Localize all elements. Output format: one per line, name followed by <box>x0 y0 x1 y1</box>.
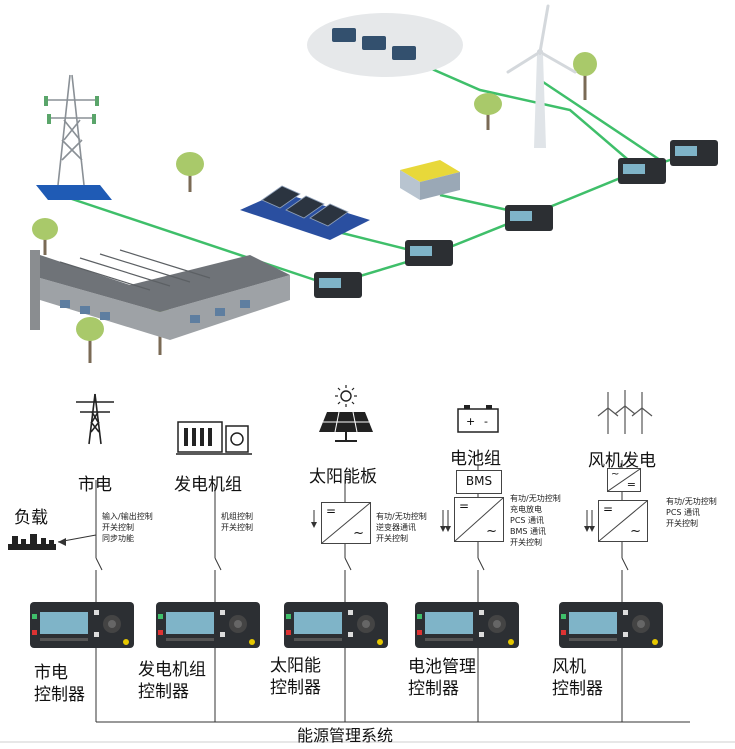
controller-wind <box>559 602 663 648</box>
wind-feature-item: 开关控制 <box>666 519 698 528</box>
solar-feature-item: 开关控制 <box>376 534 408 543</box>
controller-label-grid: 市电 控制器 <box>34 662 85 706</box>
controller-label-line: 控制器 <box>270 678 321 698</box>
battery-icon: + - <box>457 405 499 433</box>
grid-feature-item: 输入/输出控制 <box>102 512 153 521</box>
solar-feature-item: 有功/无功控制 <box>376 512 427 521</box>
controller-row <box>30 602 663 648</box>
generator-set-cluster-icon <box>307 13 463 77</box>
controller-label-battery: 电池管理 控制器 <box>408 656 476 700</box>
ac-symbol: ~ <box>630 524 641 539</box>
source-label-grid: 市电 <box>78 475 112 495</box>
battery-feature-item: PCS 通讯 <box>510 516 545 525</box>
controller-label-line: 太阳能 <box>270 656 321 676</box>
load-label: 负载 <box>14 508 48 528</box>
wind-feature-list: 有功/无功控制 PCS 通讯 开关控制 <box>666 496 717 529</box>
genset-feature-item: 开关控制 <box>221 523 253 532</box>
controller-solar <box>284 602 388 648</box>
wind-aux-converter: ~ = <box>607 468 641 492</box>
svg-text:+: + <box>466 415 475 428</box>
source-label-genset: 发电机组 <box>174 475 242 495</box>
battery-pcs-converter: = ~ <box>454 497 504 542</box>
bms-box: BMS <box>456 470 502 494</box>
controller-label-solar: 太阳能 控制器 <box>270 655 321 699</box>
system-illustration <box>30 4 718 363</box>
wind-feature-item: PCS 通讯 <box>666 508 701 517</box>
solar-feature-item: 逆变器通讯 <box>376 523 416 532</box>
controller-label-line: 控制器 <box>34 685 85 705</box>
ac-symbol: ~ <box>611 469 620 480</box>
source-label-wind: 风机发电 <box>588 451 656 471</box>
green-link-lines <box>59 53 701 287</box>
battery-feature-item: 开关控制 <box>510 538 542 547</box>
solar-panel-array-icon <box>240 185 370 240</box>
dc-symbol: = <box>459 499 470 513</box>
controller-label-line: 风机 <box>552 657 586 677</box>
controller-label-line: 电池管理 <box>408 657 476 677</box>
battery-feature-item: BMS 通讯 <box>510 527 547 536</box>
pylon-icon <box>76 393 114 445</box>
battery-container-icon <box>400 160 460 200</box>
transmission-tower-icon <box>36 74 112 200</box>
controller-label-line: 发电机组 <box>138 660 206 680</box>
solar-feature-list: 有功/无功控制 逆变器通讯 开关控制 <box>376 511 427 544</box>
wind-feature-item: 有功/无功控制 <box>666 497 717 506</box>
controller-battery <box>415 602 519 648</box>
battery-feature-item: 充电放电 <box>510 505 542 514</box>
svg-text:-: - <box>484 415 488 428</box>
generator-icon <box>176 421 252 455</box>
ac-symbol: ~ <box>486 524 497 539</box>
dc-symbol: = <box>326 504 337 518</box>
bus-label: 能源管理系统 <box>297 726 394 745</box>
genset-feature-list: 机组控制 开关控制 <box>221 511 253 533</box>
controller-label-wind: 风机 控制器 <box>552 656 603 700</box>
grid-feature-list: 输入/输出控制 开关控制 同步功能 <box>102 511 153 544</box>
wind-turbines-icon <box>597 390 653 434</box>
grid-feature-item: 开关控制 <box>102 523 134 532</box>
schematic-lines <box>0 460 735 743</box>
dc-symbol: = <box>626 478 636 491</box>
battery-feature-list: 有功/无功控制 充电放电 PCS 通讯 BMS 通讯 开关控制 <box>510 493 561 548</box>
controller-grid <box>30 602 134 648</box>
wind-pcs-converter: = ~ <box>598 500 648 542</box>
solar-inverter: = ~ <box>321 502 371 544</box>
genset-feature-item: 机组控制 <box>221 512 253 521</box>
dc-symbol: = <box>603 502 614 516</box>
solar-sun-panel-icon <box>319 385 373 442</box>
load-icon <box>8 534 56 550</box>
network-controller-icons <box>314 140 718 298</box>
ac-symbol: ~ <box>353 526 364 541</box>
controller-label-line: 控制器 <box>408 679 459 699</box>
grid-feature-item: 同步功能 <box>102 534 134 543</box>
source-label-battery: 电池组 <box>450 449 501 469</box>
controller-label-line: 市电 <box>34 663 68 683</box>
controller-label-line: 控制器 <box>552 679 603 699</box>
factory-icon <box>30 249 290 340</box>
wind-turbine-icon <box>506 4 577 148</box>
source-label-solar: 太阳能板 <box>309 467 377 487</box>
controller-label-line: 控制器 <box>138 682 189 702</box>
controller-label-genset: 发电机组 控制器 <box>138 659 206 703</box>
controller-genset <box>156 602 260 648</box>
battery-feature-item: 有功/无功控制 <box>510 494 561 503</box>
